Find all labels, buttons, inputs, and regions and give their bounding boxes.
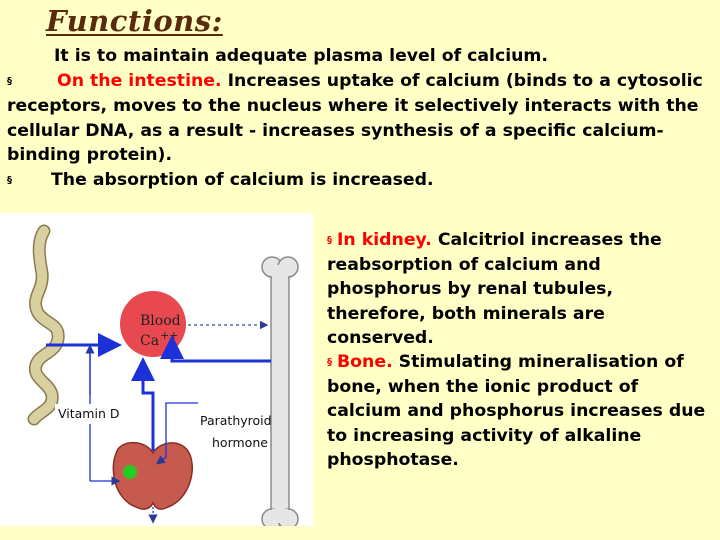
vitamin-label-bg — [55, 404, 129, 424]
bullet-icon: § — [7, 75, 12, 87]
bone-text: Stimulating mineralisation of bone, when… — [327, 352, 706, 470]
absorption-text: The absorption of calcium is increased. — [51, 169, 434, 190]
parathyroid-label: Parathyroid — [200, 413, 272, 428]
intestine-text-line1: Increases uptake of calcium (binds to a — [221, 70, 611, 91]
bullet-icon: § — [7, 174, 12, 186]
bone-icon — [261, 256, 299, 526]
bone-to-blood-arrow — [160, 335, 271, 363]
intestine-heading: On the intestine. — [57, 70, 222, 91]
intro-text: It is to maintain adequate plasma level … — [54, 46, 549, 66]
parathyroid-gland-icon — [112, 441, 193, 510]
bone-heading: Bone. — [337, 352, 393, 373]
diagram-svg: Blood Ca++ Vitamin D Parath — [27, 224, 299, 526]
blood-label: Blood — [140, 313, 181, 329]
bullet-icon: § — [327, 357, 332, 369]
bullet-icon: § — [327, 235, 332, 246]
green-dot-icon — [123, 465, 137, 479]
gland-to-blood-arrow — [131, 357, 155, 451]
pth-to-gland-arrow — [155, 402, 198, 465]
kidney-text: Calcitriol increases the reabsorption of… — [327, 230, 662, 348]
calcium-regulation-diagram: Blood Ca++ Vitamin D Parath — [0, 213, 313, 526]
page-title: Functions: — [46, 4, 223, 38]
hormone-label: hormone — [212, 435, 268, 450]
intestine-text: cytosolic receptors, moves to the nucleu… — [7, 70, 703, 166]
functions-paragraph: It is to maintain adequate plasma level … — [7, 44, 719, 193]
kidney-bone-paragraph: § In kidney. Calcitriol increases the rea… — [327, 228, 717, 472]
vitamin-d-label: Vitamin D — [58, 406, 119, 421]
intestine-icon — [27, 224, 65, 426]
kidney-heading: In kidney. — [337, 230, 432, 250]
